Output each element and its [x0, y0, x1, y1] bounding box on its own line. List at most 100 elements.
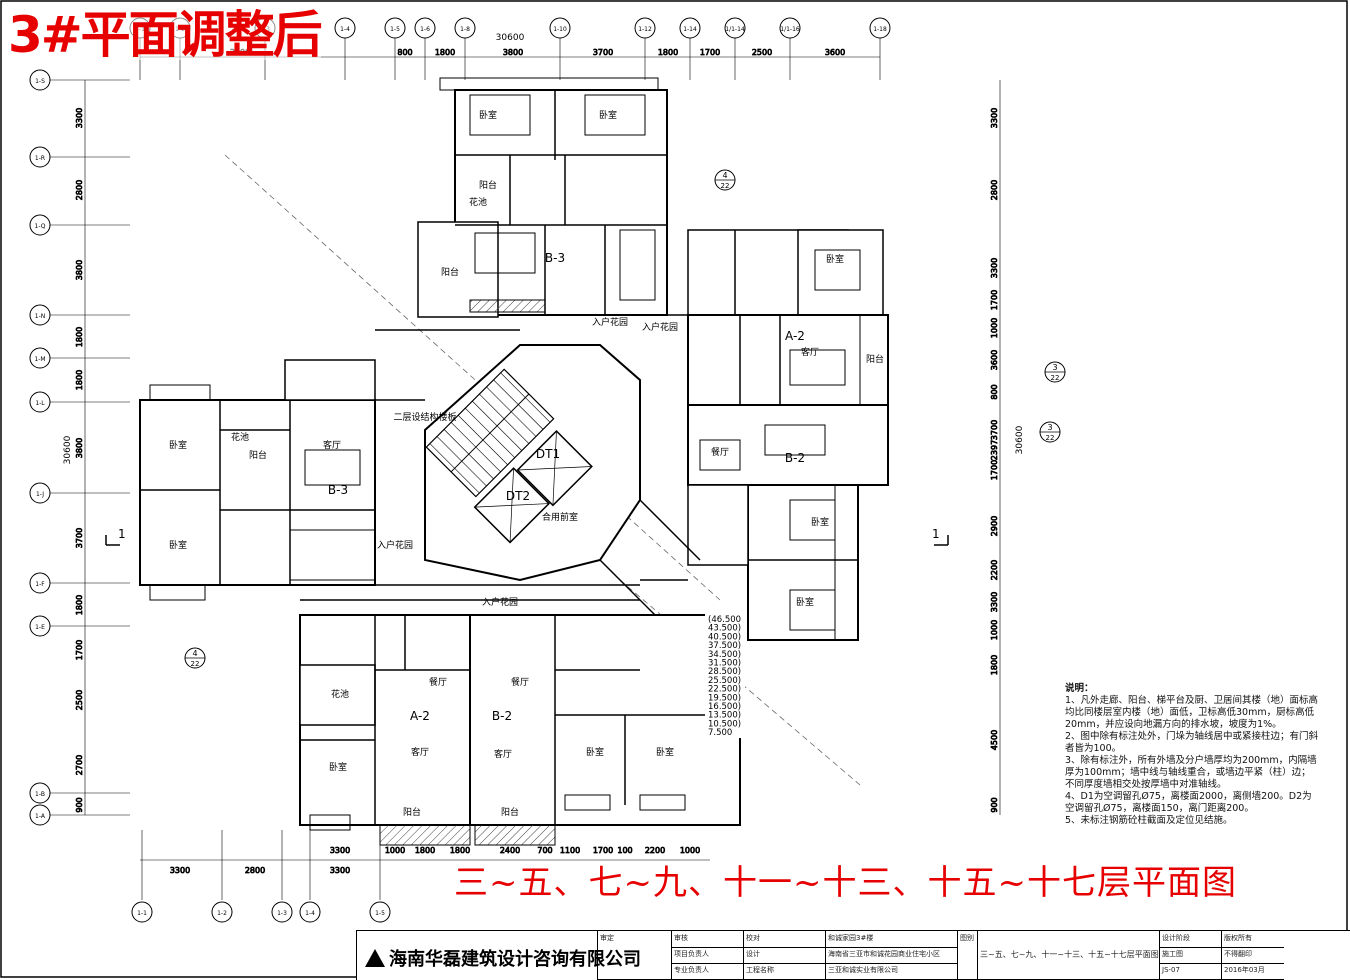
dim-text-right: 3600: [990, 350, 999, 370]
dim-text-bottom: 100: [617, 846, 632, 855]
room-label: 入户花园: [642, 321, 678, 333]
dim-text-left: 900: [75, 797, 84, 812]
dim-text-top: 1700: [700, 48, 720, 57]
section-mark-left: [105, 535, 120, 546]
unit-a2-right: [687, 229, 889, 406]
dim-text-left: 2800: [75, 180, 84, 200]
dim-text-top: 3800: [503, 48, 523, 57]
axis-label-top: 1/1-14: [725, 26, 745, 33]
dim-text-bottom: 3300: [330, 866, 350, 875]
section-label-right: 1: [932, 527, 940, 541]
dim-text-right: 2800: [990, 180, 999, 200]
room-label: 卧室: [599, 109, 617, 121]
label-project-lead: 项目负责人: [671, 947, 744, 964]
elevation-value: 22.500): [708, 685, 741, 695]
room-label: 卧室: [169, 439, 187, 451]
elevation-value: 19.500): [708, 693, 741, 703]
room-label: 花池: [231, 431, 249, 443]
note-item: 1、凡外走廊、阳台、梯平台及厨、卫居间其楼（地）面标高均比同楼层室内楼（地）面低…: [1065, 695, 1319, 730]
dim-text-right: 3700: [990, 420, 999, 440]
axis-bubble-top: [384, 17, 406, 39]
dim-text-bottom: 2200: [645, 846, 665, 855]
dim-text-right: 3300: [990, 258, 999, 278]
axis-label-bottom: 1-2: [217, 910, 227, 917]
room-label: 阳台: [501, 806, 519, 818]
axis-label-bottom: 1-4: [305, 910, 315, 917]
sheet-title: 三~五、七~九、十一~十三、十五~十七层平面图: [452, 863, 1239, 903]
axis-grid: 1-11-21-31-41-51-61-81-101-121-141/1-141…: [29, 17, 891, 923]
axis-bubble-left: [29, 146, 51, 168]
stair-tread: [479, 393, 530, 444]
dim-text-right: 3300: [990, 108, 999, 128]
client-name: 三亚和诚实业有限公司: [825, 963, 958, 980]
label-stage: 设计阶段: [1159, 931, 1222, 948]
label-discipline-lead: 专业负责人: [671, 963, 744, 980]
stamp-title: 3#平面调整后: [8, 6, 323, 64]
dim-text-right: 1700: [990, 290, 999, 310]
elevation-bg: [705, 613, 745, 738]
room-label: 入户花园: [377, 539, 413, 551]
unit-b2-bottom: [469, 614, 741, 846]
axis-bubble-top: [549, 17, 571, 39]
axis-bubble-top: [779, 17, 801, 39]
label-drawing-type: 图别: [957, 931, 978, 980]
axis-bubble-bottom: [271, 901, 293, 923]
elevation-value: (46.500: [708, 615, 741, 625]
dim-text-right: 1700: [990, 460, 999, 480]
stage: 施工图: [1159, 947, 1222, 964]
axis-bubble-top: [679, 17, 701, 39]
stair-tread: [500, 372, 551, 423]
dim-text-right: 2900: [990, 516, 999, 536]
elevation-value: 25.500): [708, 676, 741, 686]
dim-text-right: 800: [990, 384, 999, 399]
axis-bubble-left: [29, 482, 51, 504]
axis-label-left: 1-A: [35, 813, 46, 820]
dim-text-top: 800: [397, 48, 412, 57]
elevation-value: 28.500): [708, 667, 741, 677]
note-item: 3、除有标注外，所有外墙及分户墙厚均为200mm，内隔墙厚为100mm；墙中线与…: [1065, 755, 1317, 790]
axis-label-top: 1-6: [420, 26, 430, 33]
axis-bubble-left: [29, 615, 51, 637]
label-copyright: 版权所有: [1221, 931, 1284, 948]
room-label: B-3: [545, 251, 565, 265]
stair-tread: [486, 386, 537, 437]
diagonal-guide: [224, 154, 721, 601]
axis-label-top: 1-18: [873, 26, 887, 33]
room-label: 二层设结构楼板: [393, 411, 456, 423]
axis-bubble-bottom: [211, 901, 233, 923]
dim-text-right: 1000: [990, 318, 999, 338]
dim-text-top: 2500: [752, 48, 772, 57]
axis-label-left: 1-J: [36, 491, 44, 498]
room-label: 花池: [331, 688, 349, 700]
overall-dim-top: 30600: [496, 33, 525, 43]
dim-text-top: 1800: [658, 48, 678, 57]
dim-text-top: 3600: [825, 48, 845, 57]
stair-tread: [450, 422, 501, 473]
room-label: 合用前室: [542, 511, 578, 523]
dim-text-left: 2700: [75, 755, 84, 775]
room-label: 阳台: [441, 266, 459, 278]
room-label: A-2: [785, 329, 805, 343]
axis-bubble-top: [454, 17, 476, 39]
room-label: 餐厅: [429, 676, 447, 688]
company-logo-icon: [365, 949, 385, 967]
axis-bubble-left: [29, 347, 51, 369]
detail-ref-sheet: 22: [1051, 374, 1060, 382]
dim-text-bottom: 1000: [385, 846, 405, 855]
dim-text-right: 2200: [990, 560, 999, 580]
room-label: 客厅: [323, 439, 341, 451]
detail-ref-sheet: 22: [721, 182, 730, 190]
company-name: 海南华磊建筑设计咨询有限公司: [365, 945, 641, 971]
dim-text-bottom: 2400: [500, 846, 520, 855]
elevation-value: 13.500): [708, 711, 741, 721]
detail-ref-number: 3: [1047, 423, 1052, 432]
axis-bubble-bottom: [299, 901, 321, 923]
unit-b3-left: [139, 359, 376, 601]
room-label: 卧室: [811, 516, 829, 528]
note-item: 4、D1为空调留孔Ø75，离楼面2000，离侧墙200。D2为空调留孔Ø75，离…: [1065, 791, 1312, 814]
axis-label-top: 1-5: [390, 26, 400, 33]
dim-text-top: 3700: [593, 48, 613, 57]
room-label: 客厅: [801, 346, 819, 358]
dim-text-bottom: 3300: [170, 866, 190, 875]
